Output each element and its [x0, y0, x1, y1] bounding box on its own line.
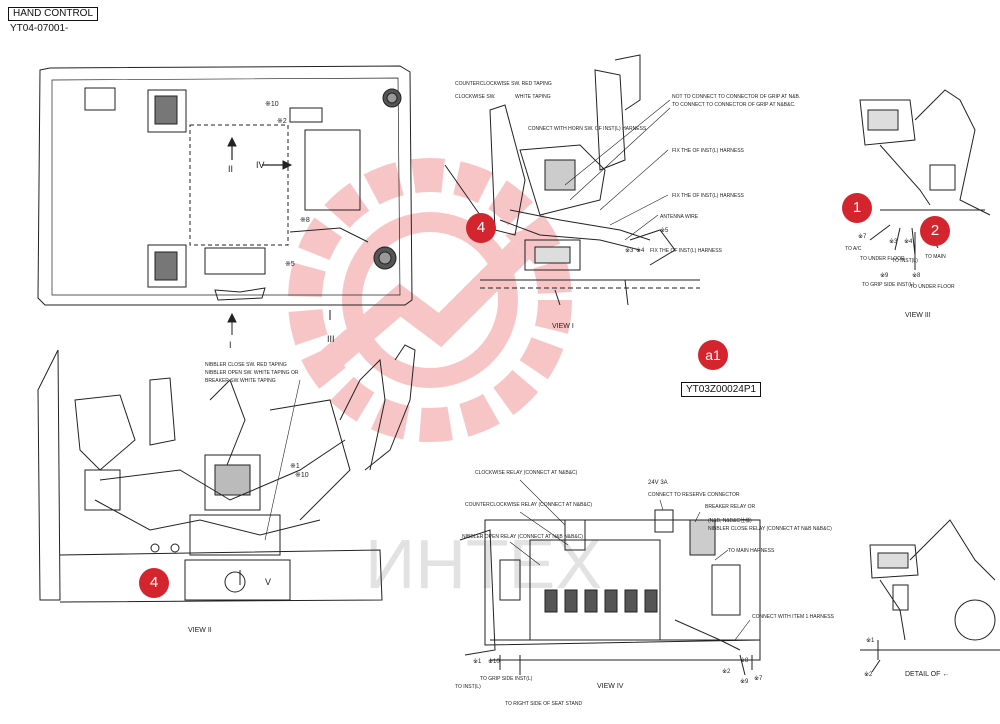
svg-text:※2: ※2: [722, 668, 731, 675]
svg-text:※5: ※5: [285, 261, 295, 268]
callout-a1: a1: [698, 340, 728, 370]
svg-text:※3: ※3: [625, 247, 634, 254]
top-view-plan: [37, 65, 413, 335]
detail-drawing: [860, 519, 1000, 673]
svg-text:WHITE TAPING: WHITE TAPING: [240, 378, 276, 384]
reference-code-box: YT03Z00024P1: [681, 382, 762, 397]
watermark-gear-logo: [288, 158, 572, 442]
svg-text:※8: ※8: [300, 217, 310, 224]
svg-text:(N&B, N&B&C仕様): (N&B, N&B&C仕様): [708, 517, 752, 524]
svg-text:※8: ※8: [740, 657, 749, 664]
svg-text:V: V: [265, 577, 271, 587]
svg-text:DETAIL OF ←: DETAIL OF ←: [905, 671, 949, 678]
svg-text:※9: ※9: [740, 678, 749, 685]
detail-labels: ※1 ※2 DETAIL OF ←: [864, 637, 949, 678]
svg-text:II: II: [228, 164, 233, 174]
svg-text:NOT TO CONNECT TO CONNECTOR OF: NOT TO CONNECT TO CONNECTOR OF GRIP AT N…: [672, 94, 800, 100]
svg-text:※10: ※10: [488, 658, 500, 665]
top-view-labels: II IV I III ※10 ※2 ※8 ※5: [228, 101, 335, 350]
svg-text:IV: IV: [256, 160, 265, 170]
svg-text:TO INST(L): TO INST(L): [455, 684, 481, 690]
svg-text:※4: ※4: [636, 247, 645, 254]
callout-1-view3: 1: [842, 193, 872, 223]
svg-text:VIEW I: VIEW I: [552, 323, 574, 330]
svg-text:TO UNDER FLOOR: TO UNDER FLOOR: [860, 256, 905, 262]
view2-labels: NIBBLER CLOSE SW. RED TAPING NIBBLER OPE…: [188, 362, 309, 634]
svg-text:VIEW IV: VIEW IV: [597, 683, 624, 690]
svg-text:CONNECT TO RESERVE CONNECTOR: CONNECT TO RESERVE CONNECTOR: [648, 492, 740, 498]
svg-text:※1: ※1: [473, 658, 482, 665]
svg-text:COUNTERCLOCKWISE RELAY (CONNEC: COUNTERCLOCKWISE RELAY (CONNECT AT N&B&C…: [465, 502, 592, 508]
svg-text:※7: ※7: [754, 675, 763, 682]
svg-text:TO A/C: TO A/C: [845, 246, 862, 252]
svg-text:I: I: [229, 340, 232, 350]
svg-text:FIX THE OF INST(L) HARNESS: FIX THE OF INST(L) HARNESS: [672, 193, 745, 199]
svg-text:VIEW III: VIEW III: [905, 312, 931, 319]
svg-text:FIX THE OF INST(L) HARNESS: FIX THE OF INST(L) HARNESS: [650, 248, 723, 254]
svg-text:CLOCKWISE RELAY (CONNECT AT N&: CLOCKWISE RELAY (CONNECT AT N&B&C): [475, 470, 578, 476]
view2-drawing: [37, 344, 416, 603]
svg-text:TO RIGHT SIDE OF SEAT STAND: TO RIGHT SIDE OF SEAT STAND: [505, 701, 582, 707]
svg-text:TO MAIN: TO MAIN: [925, 254, 946, 260]
svg-text:VIEW II: VIEW II: [188, 627, 212, 634]
svg-text:NIBBLER CLOSE RELAY (CONNECT A: NIBBLER CLOSE RELAY (CONNECT AT N&B N&B&…: [708, 526, 832, 532]
svg-text:NIBBLER OPEN RELAY (CONNECT AT: NIBBLER OPEN RELAY (CONNECT AT N&B N&B&C…: [462, 534, 583, 540]
watermark-text: ИНТЕХ: [365, 525, 602, 603]
svg-text:FIX THE OF INST(L) HARNESS: FIX THE OF INST(L) HARNESS: [672, 148, 745, 154]
svg-text:WHITE TAPING: WHITE TAPING: [515, 94, 551, 100]
view1-labels: COUNTERCLOCKWISE SW. RED TAPING CLOCKWIS…: [455, 81, 800, 330]
svg-text:※5: ※5: [660, 227, 669, 234]
document-code: YT04-07001-: [10, 23, 69, 34]
svg-text:24V 3A: 24V 3A: [648, 480, 668, 486]
svg-text:TO MAIN HARNESS: TO MAIN HARNESS: [728, 548, 775, 554]
svg-text:※9: ※9: [880, 272, 889, 279]
svg-text:TO CONNECT TO CONNECTOR OF GRI: TO CONNECT TO CONNECTOR OF GRIP AT N&B&C…: [672, 102, 795, 108]
svg-text:CLOCKWISE SW.: CLOCKWISE SW.: [455, 94, 496, 100]
svg-text:NIBBLER CLOSE SW. RED TAPING: NIBBLER CLOSE SW. RED TAPING: [205, 362, 287, 368]
view1-drawing: [444, 54, 700, 306]
svg-text:ANTENNA WIRE: ANTENNA WIRE: [660, 214, 699, 220]
svg-text:TO GRIP SIDE INST(L): TO GRIP SIDE INST(L): [862, 282, 915, 288]
svg-text:※7: ※7: [858, 233, 867, 240]
view3-drawing: [859, 89, 991, 270]
svg-text:BREAKER RELAY OR: BREAKER RELAY OR: [705, 504, 755, 510]
svg-text:※1: ※1: [866, 637, 875, 644]
svg-text:CONNECT WITH ITEM 1 HARNESS: CONNECT WITH ITEM 1 HARNESS: [752, 614, 835, 620]
svg-text:COUNTERCLOCKWISE SW. RED TAPIN: COUNTERCLOCKWISE SW. RED TAPING: [455, 81, 552, 87]
svg-text:※3: ※3: [889, 238, 898, 245]
document-title: HAND CONTROL: [8, 7, 99, 21]
view4-drawing: [459, 509, 761, 676]
view3-labels: ※7 ※3 ※4 TO A/C TO UNDER FLOOR TO INST(L…: [845, 233, 955, 319]
callout-2-view3: 2: [920, 216, 950, 246]
svg-text:BREAKER SW.: BREAKER SW.: [205, 378, 239, 384]
svg-text:※2: ※2: [864, 671, 873, 678]
svg-text:TO INST(L): TO INST(L): [892, 258, 918, 264]
view4-labels: CLOCKWISE RELAY (CONNECT AT N&B&C) COUNT…: [455, 470, 835, 707]
callout-4-view2: 4: [139, 568, 169, 598]
svg-text:TO GRIP SIDE INST(L): TO GRIP SIDE INST(L): [480, 676, 533, 682]
svg-text:TO UNDER FLOOR: TO UNDER FLOOR: [910, 284, 955, 290]
svg-text:※10: ※10: [265, 101, 279, 108]
svg-text:※10: ※10: [295, 472, 309, 479]
svg-text:※2: ※2: [277, 118, 287, 125]
svg-text:III: III: [327, 334, 335, 344]
svg-text:※4: ※4: [904, 238, 913, 245]
svg-text:CONNECT WITH HORN SW. OF INST(: CONNECT WITH HORN SW. OF INST(L) HARNESS: [528, 126, 647, 132]
svg-text:※8: ※8: [912, 272, 921, 279]
svg-text:※1: ※1: [290, 463, 300, 470]
callout-4-view1: 4: [466, 213, 496, 243]
svg-text:NIBBLER OPEN SW. WHITE TAPING: NIBBLER OPEN SW. WHITE TAPING OR: [205, 370, 299, 376]
